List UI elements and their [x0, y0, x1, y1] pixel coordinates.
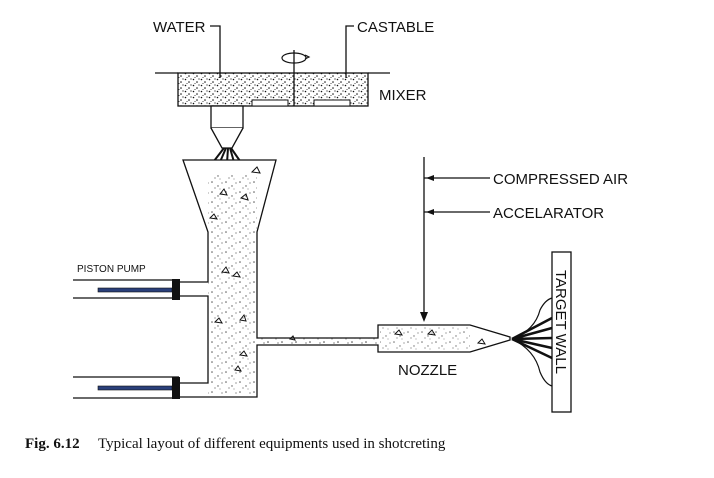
- caption-text: Typical layout of different equipments u…: [98, 436, 446, 452]
- piston-pump: [73, 279, 180, 399]
- target-wall-label: TARGET WALL: [552, 270, 569, 374]
- nozzle-label: NOZZLE: [398, 362, 457, 379]
- target-wall: [551, 251, 572, 413]
- hopper-and-pipeline: [178, 159, 511, 398]
- castable-label: CASTABLE: [357, 19, 434, 36]
- castable-leader: [345, 25, 354, 78]
- spray-jet: [511, 297, 553, 387]
- accelerator-label: ACCELARATOR: [493, 205, 604, 222]
- water-leader: [210, 25, 221, 78]
- water-label: WATER: [153, 19, 206, 36]
- piston-pump-label: PISTON PUMP: [77, 264, 146, 275]
- caption-number: Fig. 6.12: [25, 436, 80, 452]
- accelerator-line: [424, 209, 490, 215]
- compressed-air-line: [420, 157, 490, 322]
- mixer: [155, 50, 390, 164]
- compressed-air-label: COMPRESSED AIR: [493, 171, 628, 188]
- mixer-label: MIXER: [379, 87, 427, 104]
- figure-caption: Fig. 6.12 Typical layout of different eq…: [25, 436, 446, 452]
